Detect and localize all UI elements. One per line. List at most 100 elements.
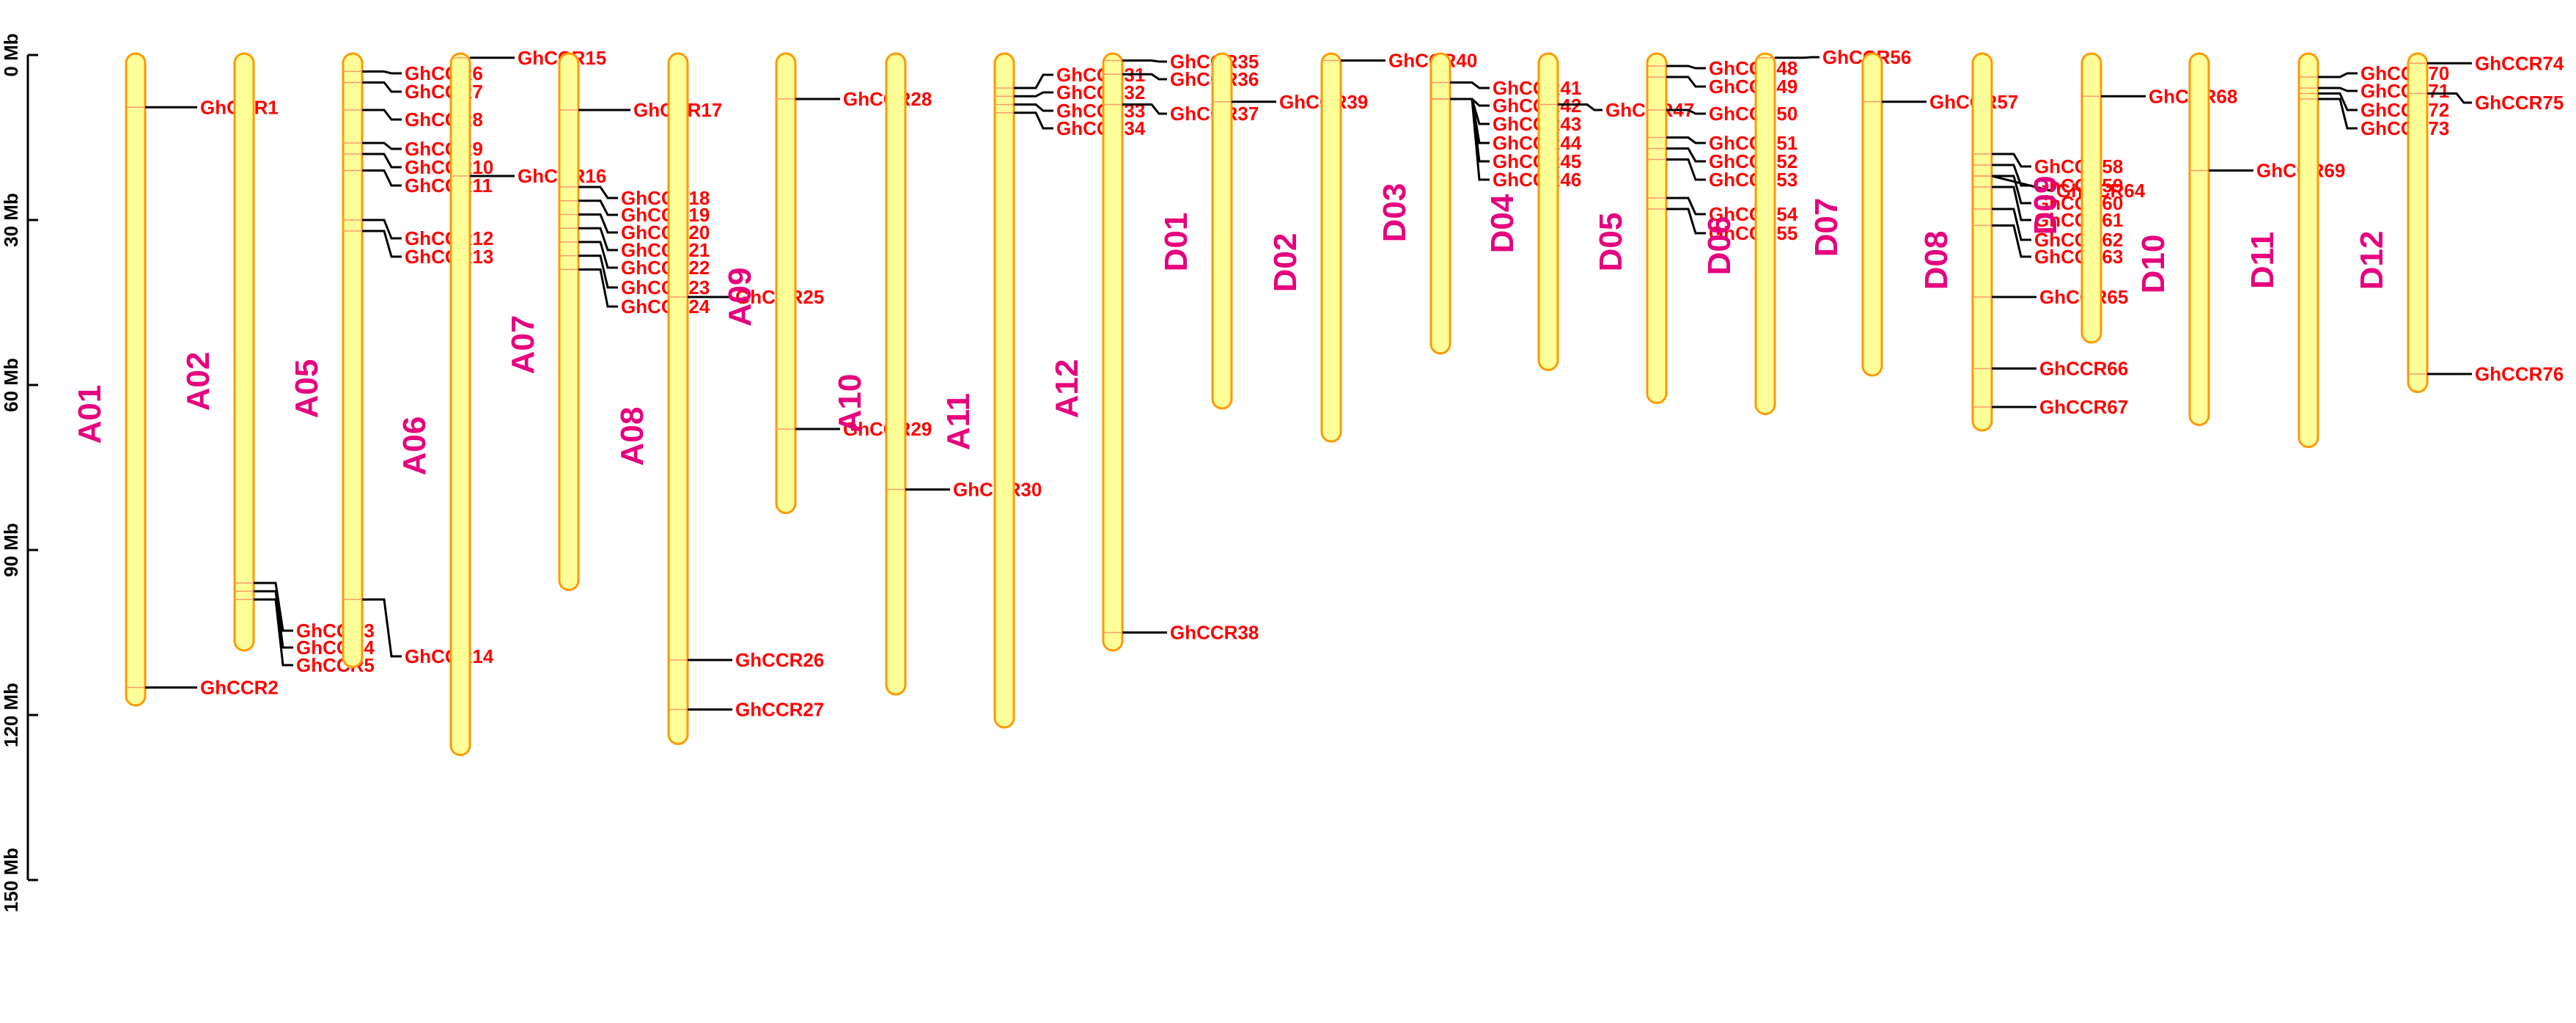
gene-connector [1666,65,1706,70]
gene-label: GhCCR10 [405,156,493,178]
chromosome-bar [1861,52,1883,377]
gene-label: GhCCR38 [1170,622,1259,644]
gene-label: GhCCR61 [2034,209,2123,231]
gene-label: GhCCR75 [2475,92,2564,114]
scale-tick-label: 120 Mb [0,683,22,747]
chromosome-bar [449,52,471,756]
gene-connector [1666,208,1706,235]
gene-connector [362,169,402,187]
chromosome-label: A08 [614,407,650,466]
gene-label: GhCCR72 [2360,99,2449,121]
chromosome-bar [1102,52,1124,652]
chromosome-d07: D07GhCCR57 [1808,52,2018,377]
chromosome-bar [1429,52,1451,355]
chromosome-a08: A08GhCCR25GhCCR26GhCCR27 [614,52,824,745]
gene-label: GhCCR60 [2034,192,2123,214]
chromosome-d03: D03GhCCR41GhCCR42GhCCR43GhCCR44GhCCR45Gh… [1377,52,1582,355]
gene-label: GhCCR32 [1056,81,1145,103]
chromosome-bar [1537,52,1559,371]
gene-connector [1666,158,1706,181]
gene-label: GhCCR67 [2039,396,2128,418]
gene-connector [1666,197,1706,216]
gene-connector [1992,153,2031,168]
gene-connector [362,219,402,240]
chromosome-bar [1754,52,1776,415]
scale-tick-label: 90 Mb [0,523,22,577]
gene-connector [254,598,293,667]
gene-connector [1014,103,1053,112]
gene-connector [1666,109,1706,115]
chromosome-bar [993,52,1015,729]
gene-connector [362,153,402,169]
chromosomes: A01GhCCR1GhCCR2A02GhCCR3GhCCR4GhCCR5A05G… [72,46,2564,756]
gene-label: GhCCR71 [2360,80,2449,102]
chromosome-a01: A01GhCCR1GhCCR2 [72,52,279,707]
chromosome-bar [2407,52,2429,393]
scale-tick-label: 60 Mb [0,358,22,412]
gene-connector [1666,147,1706,163]
gene-connector [1014,111,1053,130]
gene-label: GhCCR24 [621,296,710,318]
gene-label: GhCCR62 [2034,229,2123,251]
chromosome-label: D09 [2028,176,2064,235]
chromosome-bar [2080,52,2102,344]
gene-connector [1014,73,1053,89]
scale-tick-label: 30 Mb [0,193,22,247]
chromosome-bar [558,52,580,591]
chromosome-d09: D09GhCCR68 [2028,52,2237,344]
chromosome-bar [775,52,797,514]
chromosome-label: D03 [1377,183,1413,243]
gene-connector [1558,103,1602,111]
gene-connector [1122,73,1167,81]
gene-connector [578,199,618,216]
chromosome-label: D01 [1158,213,1194,272]
gene-connector [1450,81,1490,89]
gene-label: GhCCR45 [1493,150,1581,172]
gene-label: GhCCR18 [621,187,710,209]
chromosome-label: A07 [505,315,541,375]
chromosome-bar [125,52,147,707]
gene-connector [578,227,618,252]
chromosome-label: A06 [397,417,433,476]
gene-label: GhCCR66 [2039,358,2128,380]
gene-connector [1666,136,1706,144]
chromosome-a07: A07GhCCR17GhCCR18GhCCR19GhCCR20GhCCR21Gh… [505,52,722,591]
gene-connector [578,254,618,289]
gene-connector [1122,103,1167,115]
chromosome-d08: D08GhCCR58GhCCR59GhCCR60GhCCR61GhCCR62Gh… [1918,52,2146,432]
chromosome-bar [2188,52,2210,426]
chromosome-a09: A09GhCCR28GhCCR29 [722,52,932,514]
gene-label: GhCCR41 [1493,77,1581,99]
chromosome-label: A01 [72,385,108,444]
gene-connector [254,590,293,649]
gene-label: GhCCR48 [1709,57,1797,79]
chromosome-d02: D02GhCCR40 [1267,50,1477,443]
gene-connector [1991,175,2051,192]
gene-label: GhCCR11 [405,175,493,197]
gene-label: GhCCR34 [1056,117,1146,139]
chromosome-label: A05 [289,359,325,419]
gene-connector [1666,76,1706,88]
gene-label: GhCCR20 [621,221,710,243]
gene-connector [362,109,402,121]
gene-label: GhCCR59 [2034,175,2123,197]
gene-label: GhCCR49 [1709,76,1797,98]
gene-label: GhCCR73 [2360,117,2449,139]
chromosome-label: A02 [180,352,216,411]
gene-connector [578,268,618,308]
gene-label: GhCCR22 [621,257,710,279]
gene-connector [1992,208,2031,241]
gene-connector [1450,98,1490,125]
gene-connector [2318,92,2358,111]
gene-label: GhCCR54 [1709,203,1798,225]
chromosome-bar [1320,52,1342,443]
chromosome-bar [2297,52,2319,448]
gene-label: GhCCR55 [1709,222,1797,244]
chromosome-label: D02 [1267,233,1303,293]
gene-label: GhCCR76 [2475,363,2564,385]
gene-label: GhCCR50 [1709,103,1797,125]
gene-label: GhCCR8 [405,109,483,131]
